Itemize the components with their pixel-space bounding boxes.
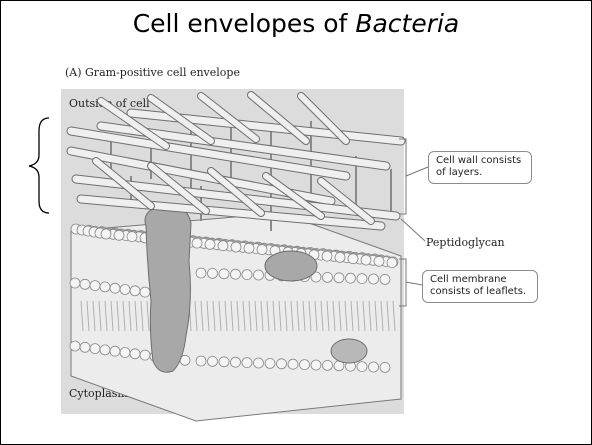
- peripheral-protein: [331, 339, 367, 363]
- lipid-head-front: [242, 270, 252, 280]
- lipid-head: [335, 252, 345, 262]
- lipid-head: [218, 241, 228, 251]
- lipid-head-front-lower: [265, 358, 275, 368]
- lipid-head: [348, 254, 358, 264]
- lipid-head-front-lower: [311, 360, 321, 370]
- lipid-head-left-lower: [110, 346, 120, 356]
- lipid-head-front: [196, 268, 206, 278]
- lipid-head: [257, 245, 267, 255]
- lipid-head-front: [254, 270, 264, 280]
- cell-membrane-callout: Cell membrane consists of leaflets.: [422, 270, 538, 303]
- membrane-protein: [265, 251, 317, 281]
- lipid-head-left-lower: [130, 349, 140, 359]
- lipid-head-front-lower: [380, 362, 390, 372]
- lipid-head: [127, 232, 137, 242]
- lipid-head-front-lower: [357, 362, 367, 372]
- cell-wall-leader: [406, 167, 428, 176]
- lipid-head-front: [208, 268, 218, 278]
- lipid-head-front: [219, 269, 229, 279]
- lipid-head-left: [130, 286, 140, 296]
- lipid-head-front-lower: [254, 358, 264, 368]
- lipid-head-front-lower: [231, 357, 241, 367]
- lipid-head-front: [323, 272, 333, 282]
- lipid-head-left: [140, 287, 150, 297]
- lipid-head-front-lower: [242, 358, 252, 368]
- lipid-head: [322, 251, 332, 261]
- lipid-head-left: [80, 279, 90, 289]
- cell-membrane-callout-line2: consists of leaflets.: [430, 286, 530, 298]
- lipid-head-front: [369, 274, 379, 284]
- lipid-head-left-lower: [70, 341, 80, 351]
- lipid-head-front: [357, 274, 367, 284]
- cell-wall-callout: Cell wall consists of layers.: [428, 151, 532, 184]
- lipid-head: [101, 229, 111, 239]
- lipid-head: [361, 255, 371, 265]
- lipid-head-left: [110, 283, 120, 293]
- lipid-head-front-lower: [196, 356, 206, 366]
- lipid-head-left: [90, 281, 100, 291]
- cell-wall-bracket: [399, 139, 406, 214]
- cell-wall-callout-line1: Cell wall consists: [436, 155, 524, 167]
- left-brace: [29, 118, 49, 213]
- peptide-bridge-3: [251, 95, 306, 141]
- lipid-head-front: [231, 269, 241, 279]
- lipid-head-front: [346, 273, 356, 283]
- lipid-head-front-lower: [277, 359, 287, 369]
- lipid-head-left-lower: [100, 345, 110, 355]
- lipid-head-left-lower: [120, 348, 130, 358]
- cell-membrane-callout-line1: Cell membrane: [430, 274, 530, 286]
- lipid-head-front-lower: [323, 360, 333, 370]
- peptidoglycan-leader: [401, 219, 425, 241]
- lipid-head-front-lower: [369, 362, 379, 372]
- lipid-head-left: [70, 278, 80, 288]
- cell-wall-callout-line2: of layers.: [436, 167, 524, 179]
- lipid-head: [231, 242, 241, 252]
- transmembrane-protein: [145, 205, 191, 372]
- lipid-head-front: [334, 273, 344, 283]
- lipid-head-left-lower: [140, 350, 150, 360]
- lipid-head: [192, 238, 202, 248]
- lipid-head-front-lower: [300, 360, 310, 370]
- lipid-head-front-lower: [208, 356, 218, 366]
- lipid-head-front: [380, 274, 390, 284]
- lipid-head: [114, 230, 124, 240]
- lipid-head: [374, 256, 384, 266]
- lipid-head-left-lower: [90, 344, 100, 354]
- lipid-head-left: [120, 285, 130, 295]
- peptidoglycan-label: Peptidoglycan: [426, 236, 505, 249]
- membrane-leader: [406, 282, 422, 285]
- lipid-head-left: [100, 282, 110, 292]
- lipid-head: [387, 258, 397, 268]
- lipid-head-left-lower: [80, 342, 90, 352]
- lipid-head: [244, 243, 254, 253]
- lipid-head: [205, 239, 215, 249]
- lipid-head-front-lower: [288, 359, 298, 369]
- lipid-head-front-lower: [219, 357, 229, 367]
